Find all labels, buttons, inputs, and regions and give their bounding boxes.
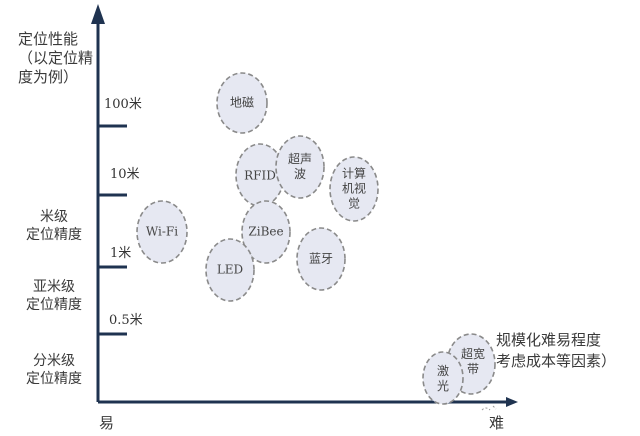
label-line: LED bbox=[216, 262, 244, 277]
label-computer-vision: 计算机视觉 bbox=[342, 167, 366, 212]
label-line: Wi-Fi bbox=[145, 224, 179, 239]
label-line: 超声 bbox=[287, 152, 313, 166]
label-led: LED bbox=[217, 263, 243, 278]
tick-label-0-5m: 0.5米 bbox=[109, 313, 143, 328]
label-line: 蓝牙 bbox=[308, 251, 334, 266]
y-axis-title: 定位性能 （以定位精 度为例） bbox=[18, 30, 93, 87]
label-bluetooth: 蓝牙 bbox=[309, 252, 333, 267]
label-geomagnetic: 地磁 bbox=[230, 96, 254, 111]
bubble-ultrasonic bbox=[275, 135, 325, 199]
label-line: 机视 bbox=[341, 181, 367, 196]
bubble-zigbee bbox=[241, 200, 291, 264]
x-axis-end-label: 难 bbox=[489, 414, 505, 432]
y-axis-title-line-2: （以定位精 bbox=[18, 49, 94, 67]
level-meter-line-2: 定位精度 bbox=[26, 227, 82, 243]
label-uwb: 超宽带 bbox=[461, 347, 485, 377]
bubble-laser bbox=[422, 351, 464, 405]
axes bbox=[91, 4, 518, 407]
y-axis-title-line-1: 定位性能 bbox=[18, 30, 79, 48]
y-axis-title-line-3: 度为例） bbox=[18, 68, 79, 86]
label-line: 波 bbox=[293, 167, 307, 181]
level-submeter-line-1: 亚米级 bbox=[33, 279, 75, 295]
label-line: 计算 bbox=[341, 166, 367, 181]
label-line: 光 bbox=[436, 379, 450, 393]
label-laser: 激光 bbox=[437, 364, 449, 394]
bubble-bluetooth bbox=[296, 227, 346, 291]
level-submeter-line-2: 定位精度 bbox=[26, 297, 82, 313]
bubble-geomagnetic bbox=[216, 72, 268, 134]
tick-label-100m: 100米 bbox=[104, 97, 142, 112]
level-submeter: 亚米级 定位精度 bbox=[18, 278, 90, 314]
label-line: RFID bbox=[244, 168, 276, 183]
bubbles bbox=[136, 72, 496, 405]
x-axis-start-label: 易 bbox=[99, 414, 115, 432]
label-line: 地磁 bbox=[229, 95, 255, 110]
label-ultrasonic: 超声波 bbox=[288, 152, 312, 182]
level-decimeter-line-2: 定位精度 bbox=[26, 371, 82, 387]
label-line: 超宽 bbox=[460, 347, 486, 361]
bubble-led bbox=[205, 238, 255, 302]
label-line: 激 bbox=[436, 364, 450, 378]
decorative-mark bbox=[481, 405, 497, 411]
label-line: ZiBee bbox=[248, 224, 284, 239]
bubble-wifi bbox=[136, 200, 188, 264]
x-axis-title-line-1: 规模化难易程度 bbox=[496, 331, 602, 349]
level-decimeter: 分米级 定位精度 bbox=[18, 352, 90, 388]
label-line: 觉 bbox=[347, 196, 361, 211]
x-axis-arrow-icon bbox=[506, 397, 518, 407]
x-axis-title: 规模化难易程度 考虑成本等因素） bbox=[496, 330, 616, 372]
tick-label-10m: 10米 bbox=[110, 167, 140, 182]
label-wifi: Wi-Fi bbox=[146, 225, 178, 240]
tick-label-1m: 1米 bbox=[110, 246, 132, 261]
y-axis-arrow-icon bbox=[91, 4, 105, 24]
label-zigbee: ZiBee bbox=[248, 225, 283, 240]
label-line: 带 bbox=[466, 362, 480, 376]
bubble-computer-vision bbox=[329, 156, 379, 222]
label-rfid: RFID bbox=[244, 169, 276, 184]
x-axis-title-line-2: 考虑成本等因素） bbox=[496, 352, 617, 370]
level-meter: 米级 定位精度 bbox=[18, 208, 90, 244]
level-decimeter-line-1: 分米级 bbox=[33, 353, 75, 369]
level-meter-line-1: 米级 bbox=[40, 209, 68, 225]
